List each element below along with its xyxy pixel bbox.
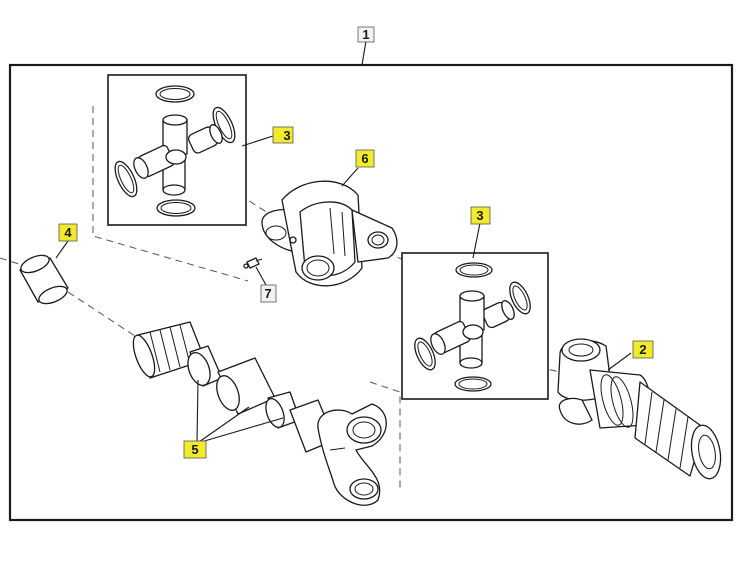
bushing[interactable] xyxy=(18,252,69,307)
callout-7[interactable]: 7 xyxy=(260,284,277,303)
snap-ring-left xyxy=(414,337,436,371)
callout-3-lower-leader xyxy=(472,222,481,259)
callout-5-leaders xyxy=(196,379,284,443)
callout-4-leader xyxy=(55,240,69,259)
callout-3-upper-leader xyxy=(241,135,274,147)
callout-7-text: 7 xyxy=(264,286,271,301)
splined-shaft-yoke[interactable] xyxy=(129,321,387,506)
callout-3-lower[interactable]: 3 xyxy=(470,206,491,225)
universal-joint-cross xyxy=(430,290,515,369)
callout-5-text: 5 xyxy=(191,442,198,457)
universal-joint-cross xyxy=(133,114,223,196)
callout-6-leader xyxy=(341,167,359,187)
callout-3-upper-text: 3 xyxy=(283,128,290,143)
callout-1-leader xyxy=(361,40,367,66)
callout-2-leader xyxy=(607,352,632,371)
callout-7-leader xyxy=(255,266,267,286)
center-yoke[interactable] xyxy=(261,180,398,287)
snap-ring-bottom xyxy=(454,376,492,392)
snap-ring-left xyxy=(114,160,138,198)
assembly-frame xyxy=(8,63,734,522)
callout-6-text: 6 xyxy=(361,151,368,166)
snap-ring-top xyxy=(455,262,493,278)
callout-1[interactable]: 1 xyxy=(357,26,375,43)
grease-fitting[interactable] xyxy=(243,257,263,269)
callout-3-lower-text: 3 xyxy=(476,208,483,223)
callout-2-text: 2 xyxy=(639,342,646,357)
lower-cross-kit[interactable] xyxy=(401,252,549,400)
snap-ring-top xyxy=(155,85,195,103)
snap-ring-bottom xyxy=(156,199,196,217)
callout-1-text: 1 xyxy=(362,27,369,42)
callout-4[interactable]: 4 xyxy=(58,223,78,242)
callout-4-text: 4 xyxy=(64,225,72,240)
callout-6[interactable]: 6 xyxy=(355,149,375,168)
callout-2[interactable]: 2 xyxy=(632,340,654,359)
callout-3-upper[interactable]: 3 xyxy=(272,126,294,144)
snap-ring-right xyxy=(212,106,236,144)
splined-yoke-shaft[interactable] xyxy=(557,338,724,481)
upper-cross-kit[interactable] xyxy=(107,74,247,226)
snap-ring-right xyxy=(509,281,531,315)
callout-5[interactable]: 5 xyxy=(183,440,207,459)
